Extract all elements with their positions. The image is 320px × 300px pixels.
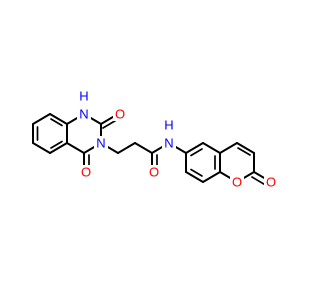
o-coumarin-ring-label: O (232, 175, 242, 190)
coumarin-pyranone-ring (219, 142, 272, 188)
coumarin-benzene-ring (185, 142, 221, 183)
h-atom-label: H (79, 89, 88, 104)
o-quinazoline-c4-label: O (81, 165, 91, 180)
o-quinazoline-c2-label: O (115, 107, 125, 122)
h-amide-label: H (164, 118, 173, 133)
n1-atom-label: N (79, 107, 88, 122)
molecule-diagram: H N O N O O H N O O (32, 88, 278, 190)
o-amide-label: O (149, 165, 159, 180)
n3-atom-label: N (96, 136, 105, 151)
o-coumarin-carbonyl-label: O (266, 175, 276, 190)
structure-drawing: H N O N O O H N O O (32, 89, 278, 190)
n-amide-label: N (164, 136, 173, 151)
atom-labels: H N O N O O H N O O (77, 89, 278, 190)
pyrimidinedione-ring (66, 113, 120, 173)
benzo-ring (32, 113, 68, 154)
